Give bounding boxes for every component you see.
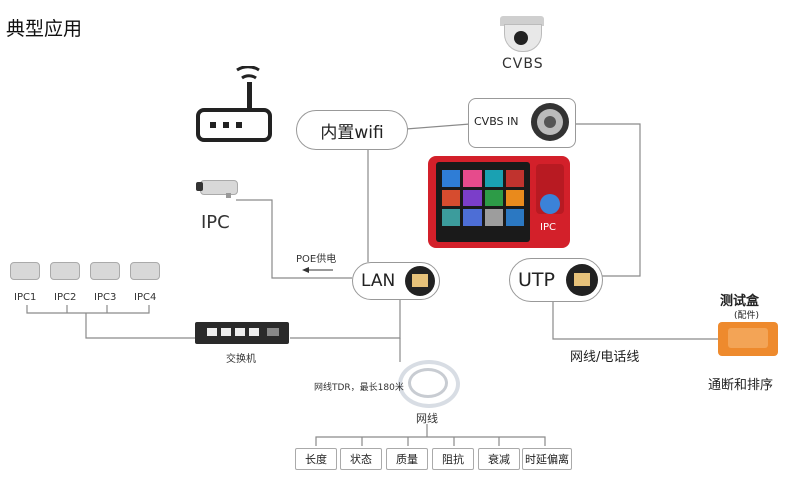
ipc2-label: IPC2: [54, 292, 77, 303]
measure-impedance: 阻抗: [432, 448, 474, 470]
ipc1-label: IPC1: [14, 292, 37, 303]
utp-port-node: UTP: [509, 258, 603, 302]
rj45-port-icon: [566, 264, 598, 296]
router-icon: [196, 66, 272, 146]
switch-icon: [195, 322, 289, 344]
tdr-label: 网线TDR，最长180米: [314, 383, 404, 393]
cvbs-in-port: CVBS IN: [468, 98, 576, 148]
lan-port-node: LAN: [352, 262, 440, 300]
measure-quality: 质量: [386, 448, 428, 470]
measure-status: 状态: [340, 448, 382, 470]
ipc-tester-device: IPC: [428, 156, 570, 248]
cable-coil-icon: [398, 360, 460, 408]
utp-label: UTP: [518, 269, 555, 291]
wifi-node: 内置wifi: [296, 110, 408, 150]
bnc-connector-icon: [531, 103, 569, 141]
dome-camera-icon: [500, 16, 544, 52]
ipc-label: IPC: [201, 212, 230, 233]
phone-line-label: 网线/电话线: [570, 350, 640, 365]
ipc3-label: IPC3: [94, 292, 117, 303]
device-brand: IPC: [540, 222, 556, 233]
ipc-camera-row: IPC1 IPC2 IPC3 IPC4: [8, 262, 168, 306]
poe-label: POE供电: [296, 254, 337, 265]
screen-icons-grid: [442, 170, 524, 226]
bullet-camera-icon: [130, 262, 160, 280]
bullet-camera-icon: [196, 176, 240, 198]
cvbs-in-label: CVBS IN: [474, 115, 519, 128]
ipc4-label: IPC4: [134, 292, 157, 303]
cable-label: 网线: [416, 412, 438, 425]
tester-subtitle: (配件): [734, 311, 760, 321]
test-box-icon: [718, 322, 778, 356]
rj45-port-icon: [405, 266, 435, 296]
measure-attenuation: 衰减: [478, 448, 520, 470]
cvbs-label: CVBS: [502, 56, 544, 72]
bullet-camera-icon: [90, 262, 120, 280]
bullet-camera-icon: [50, 262, 80, 280]
lan-label: LAN: [361, 271, 396, 291]
measure-delay-skew: 时延偏离: [522, 448, 572, 470]
measure-length: 长度: [295, 448, 337, 470]
tester-caption: 通断和排序: [708, 378, 774, 393]
wifi-label: 内置wifi: [320, 122, 384, 143]
page-title: 典型应用: [6, 18, 83, 40]
bullet-camera-icon: [10, 262, 40, 280]
switch-label: 交换机: [226, 354, 256, 365]
tester-title: 测试盒: [720, 294, 760, 309]
